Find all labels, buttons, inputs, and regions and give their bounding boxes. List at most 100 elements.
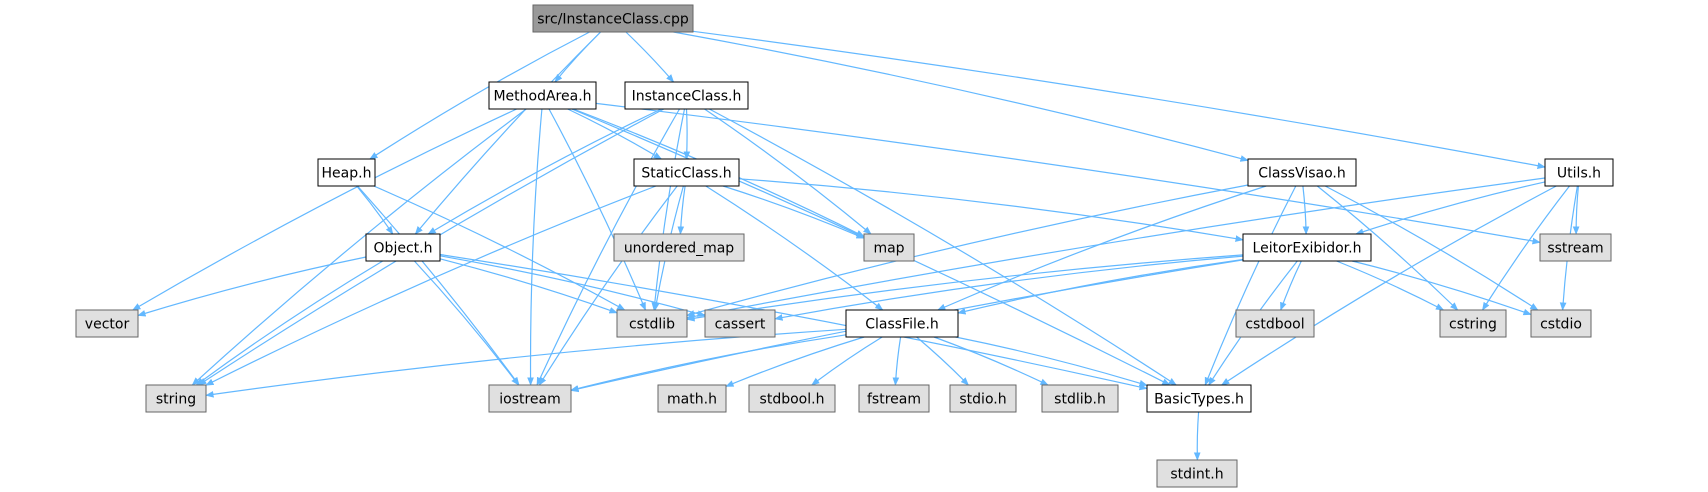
edge-classfile-to-mathh <box>725 336 865 387</box>
node-vector-box <box>75 309 139 338</box>
node-fstream-box <box>858 384 930 413</box>
edge-classfile-to-iostream <box>570 334 847 392</box>
node-classvisao-box <box>1247 158 1357 187</box>
node-staticclass-label: StaticClass.h <box>641 166 731 182</box>
node-basictypes[interactable]: BasicTypes.h <box>1146 384 1252 413</box>
edge-object-to-vector <box>137 256 367 317</box>
node-utils[interactable]: Utils.h <box>1544 158 1614 187</box>
node-vector-label: vector <box>85 317 130 333</box>
node-stdlibh: stdlib.h <box>1041 384 1119 413</box>
edge-utils-to-cstdlib <box>686 177 1546 320</box>
node-sstream-box <box>1539 233 1612 262</box>
node-unordered_map-label: unordered_map <box>624 241 734 257</box>
node-stdlibh-box <box>1041 384 1119 413</box>
node-cstdlib: cstdlib <box>616 309 688 338</box>
node-classvisao[interactable]: ClassVisao.h <box>1247 158 1357 187</box>
node-classfile[interactable]: ClassFile.h <box>845 309 959 338</box>
node-stdinth-label: stdint.h <box>1170 467 1223 483</box>
node-iostream-box <box>488 384 572 413</box>
edge-classfile-to-stdlibh <box>933 336 1049 386</box>
edge-instanceclass-to-object <box>427 108 662 235</box>
node-stdioh: stdio.h <box>949 384 1017 413</box>
edge-staticclass-to-leitor <box>738 178 1244 242</box>
node-root[interactable]: src/InstanceClass.cpp <box>532 4 694 33</box>
edge-leitor-to-cstdbool <box>1280 260 1302 311</box>
node-basictypes-box <box>1146 384 1252 413</box>
node-staticclass[interactable]: StaticClass.h <box>633 158 740 187</box>
node-object-label: Object.h <box>374 241 433 257</box>
node-instanceclass[interactable]: InstanceClass.h <box>624 81 749 110</box>
node-staticclass-box <box>633 158 740 187</box>
node-basictypes-label: BasicTypes.h <box>1154 392 1244 408</box>
node-mathh-box <box>657 384 727 413</box>
node-leitor[interactable]: LeitorExibidor.h <box>1242 233 1372 262</box>
node-fstream: fstream <box>858 384 930 413</box>
edge-basictypes-to-stdinth <box>1193 411 1201 461</box>
node-string: string <box>145 384 207 413</box>
edge-root-to-instanceclass <box>625 31 675 83</box>
node-cstdio: cstdio <box>1530 309 1592 338</box>
node-map-box <box>863 233 915 262</box>
node-methodarea[interactable]: MethodArea.h <box>488 81 597 110</box>
node-utils-label: Utils.h <box>1557 166 1601 182</box>
node-cassert-label: cassert <box>715 317 766 333</box>
node-utils-box <box>1544 158 1614 187</box>
node-stdioh-box <box>949 384 1017 413</box>
node-unordered_map: unordered_map <box>613 233 745 262</box>
edge-instanceclass-to-map <box>704 108 872 235</box>
edge-root-to-utils <box>692 30 1546 170</box>
node-map: map <box>863 233 915 262</box>
node-stdlibh-label: stdlib.h <box>1054 392 1106 408</box>
edge-classfile-to-basictypes <box>955 336 1148 387</box>
node-object[interactable]: Object.h <box>365 233 441 262</box>
edge-instanceclass-to-cstdlib <box>651 108 686 311</box>
edge-root-to-heap <box>369 31 590 160</box>
node-stdioh-label: stdio.h <box>959 392 1006 408</box>
edge-classfile-to-fstream <box>892 336 902 386</box>
edge-classfile-to-stdioh <box>916 336 969 386</box>
edge-leitor-to-cstdio <box>1351 260 1532 316</box>
edge-staticclass-to-iostream <box>538 185 678 386</box>
node-classvisao-label: ClassVisao.h <box>1258 166 1346 182</box>
node-mathh: math.h <box>657 384 727 413</box>
node-fstream-label: fstream <box>867 392 921 408</box>
node-cstdio-label: cstdio <box>1540 317 1582 333</box>
node-heap-label: Heap.h <box>322 166 372 182</box>
node-cstdio-box <box>1530 309 1592 338</box>
node-methodarea-box <box>488 81 597 110</box>
node-cstdbool-box <box>1235 309 1315 338</box>
edge-utils-to-cstring <box>1481 185 1570 311</box>
edge-classvisao-to-cstdlib <box>686 184 1249 317</box>
node-cassert: cassert <box>704 309 776 338</box>
edge-object-to-cassert <box>439 255 706 317</box>
edge-root-to-classvisao <box>673 31 1249 162</box>
node-map-label: map <box>873 241 904 257</box>
node-string-box <box>145 384 207 413</box>
node-heap[interactable]: Heap.h <box>317 158 376 187</box>
node-cstring-label: cstring <box>1449 317 1497 333</box>
node-cstdlib-label: cstdlib <box>629 317 675 333</box>
node-vector: vector <box>75 309 139 338</box>
node-root-box <box>532 4 694 33</box>
node-stdinth: stdint.h <box>1156 459 1238 488</box>
edge-object-to-iostream <box>413 260 520 386</box>
edge-utils-to-basictypes <box>1220 185 1557 386</box>
edge-instanceclass-to-iostream <box>536 108 681 386</box>
node-classfile-box <box>845 309 959 338</box>
node-cstdbool: cstdbool <box>1235 309 1315 338</box>
edge-leitor-to-classfile <box>957 258 1244 315</box>
edge-leitor-to-cstring <box>1336 260 1445 311</box>
node-heap-box <box>317 158 376 187</box>
edge-staticclass-to-map <box>722 185 865 239</box>
node-stdboolh-label: stdbool.h <box>760 392 825 408</box>
edge-leitor-to-cassert <box>774 255 1244 321</box>
node-stdinth-box <box>1156 459 1238 488</box>
edge-object-to-cstdlib <box>439 258 618 314</box>
edge-object-to-string <box>195 260 384 386</box>
node-sstream-label: sstream <box>1547 241 1603 257</box>
node-string-label: string <box>156 392 196 408</box>
node-classfile-label: ClassFile.h <box>865 317 939 333</box>
edge-methodarea-to-vector <box>132 108 517 311</box>
